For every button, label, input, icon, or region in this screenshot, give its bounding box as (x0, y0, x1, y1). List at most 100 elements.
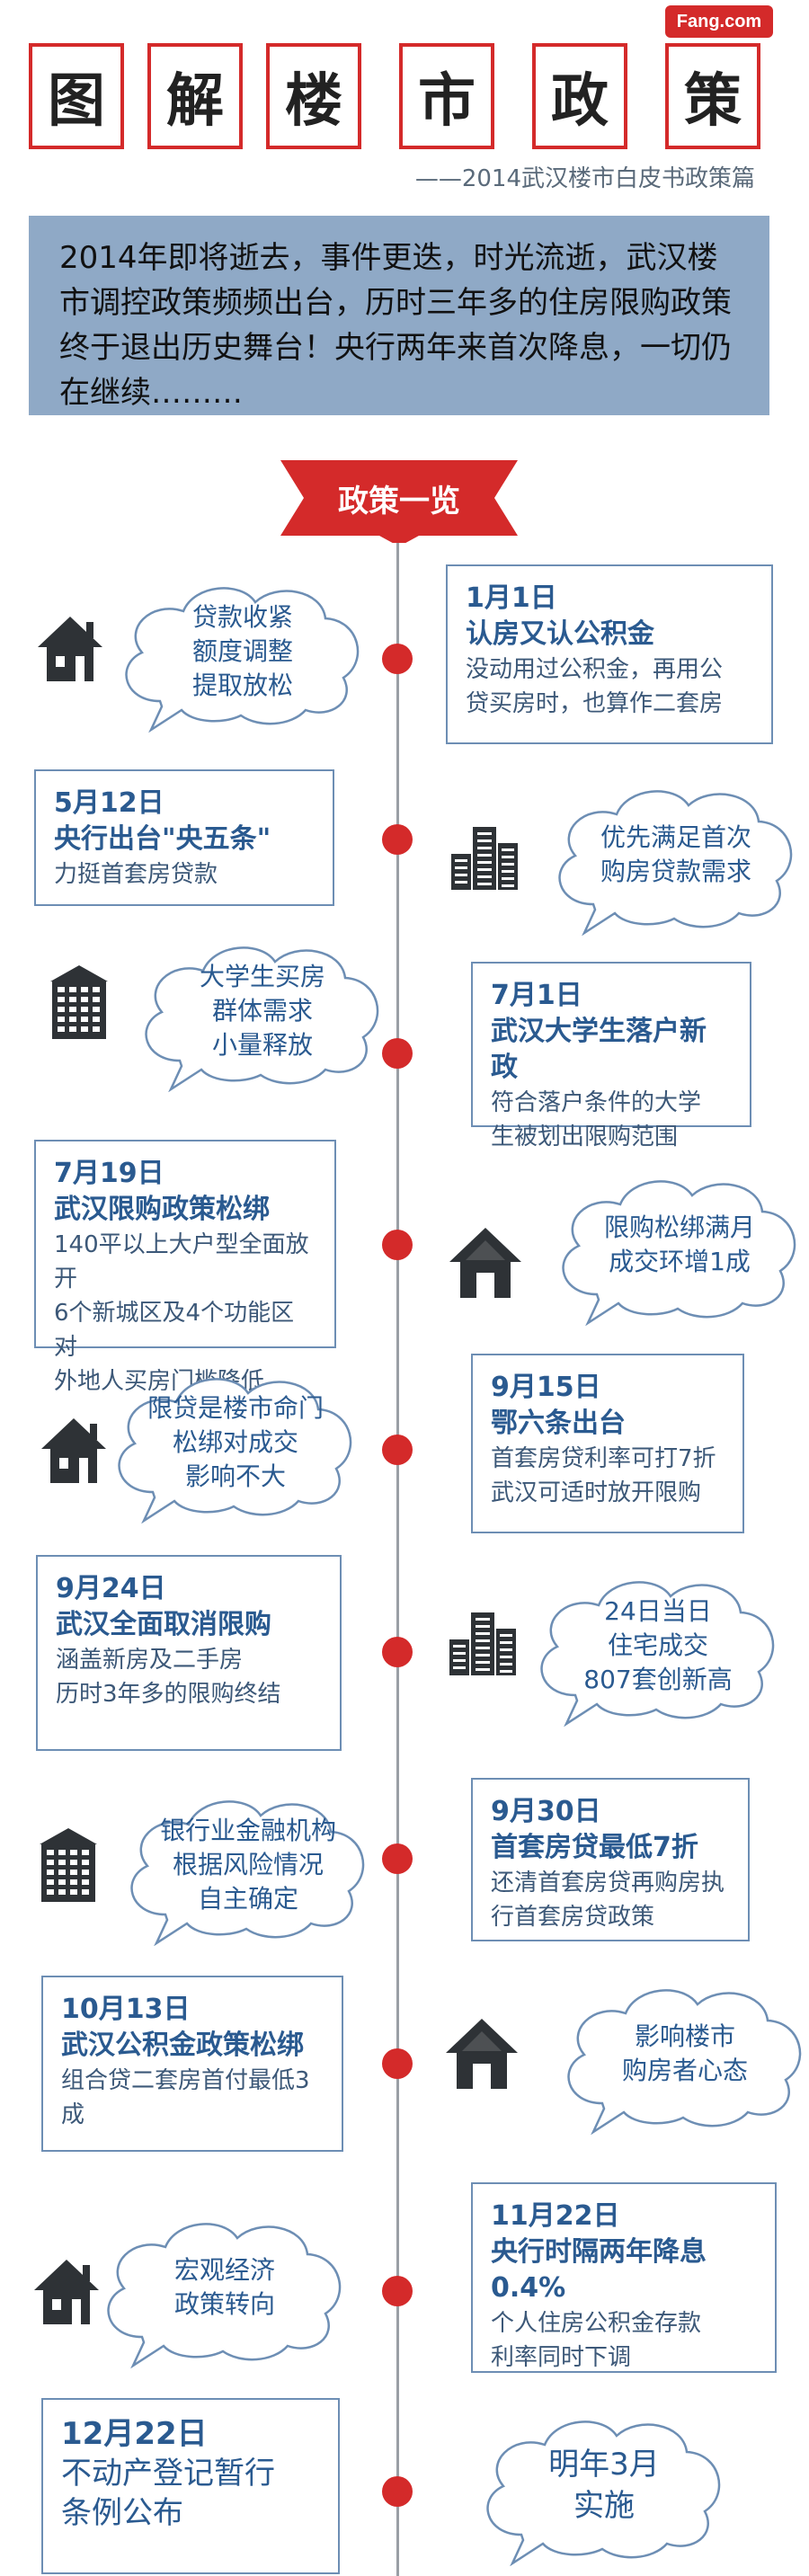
policy-date: 7月19日 (54, 1158, 164, 1189)
house-large-icon (449, 1222, 521, 1303)
cloud-text: 优先满足首次购房贷款需求 (572, 796, 780, 913)
cloud-text: 贷款收紧额度调整提取放松 (138, 593, 347, 710)
policy-headline: 武汉全面取消限购 (56, 1609, 271, 1640)
policy-card: 12月22日不动产登记暂行条例公布 (41, 2398, 340, 2574)
section-label: 政策一览 (338, 483, 460, 520)
cloud-text-line: 住宅成交 (607, 1630, 708, 1660)
title-char-4: 市 (399, 43, 494, 149)
cloud-text-line: 群体需求 (211, 996, 313, 1026)
cloud-text-line: 807套创新高 (583, 1665, 733, 1694)
cloud-text: 限贷是楼市命门松绑对成交影响不大 (131, 1384, 340, 1501)
commentary-cloud: 影响楼市购房者心态 (548, 1977, 809, 2135)
cloud-text-line: 实施 (573, 2488, 635, 2524)
cloud-text-line: 限贷是楼市命门 (147, 1393, 324, 1423)
policy-detail-line: 6个新城区及4个功能区对 (54, 1300, 295, 1361)
policy-detail-line: 利率同时下调 (491, 2344, 632, 2371)
cloud-text: 影响楼市购房者心态 (581, 1995, 789, 2112)
policy-detail-line: 组合贷二套房首付最低3成 (61, 2067, 310, 2128)
policy-date: 9月30日 (491, 1796, 601, 1827)
policy-detail-line: 生被划出限购范围 (491, 1124, 679, 1150)
cloud-text: 银行业金融机构根据风险情况自主确定 (144, 1807, 352, 1923)
cloud-text-line: 24日当日 (604, 1596, 712, 1626)
cloud-text-line: 优先满足首次 (600, 822, 751, 852)
policy-headline: 武汉限购政策松绑 (54, 1194, 270, 1225)
commentary-cloud: 贷款收紧额度调整提取放松 (106, 575, 376, 733)
policy-detail-line: 个人住房公积金存款 (491, 2310, 702, 2337)
policy-card: 9月30日首套房贷最低7折还清首套房贷再购房执行首套房贷政策 (471, 1778, 750, 1941)
policy-card: 9月24日武汉全面取消限购涵盖新房及二手房历时3年多的限购终结 (36, 1555, 342, 1751)
cloud-text-line: 自主确定 (197, 1884, 298, 1914)
logo-text: Fang.com (676, 11, 762, 31)
timeline-dot (382, 824, 413, 855)
cloud-text-line: 松绑对成交 (172, 1427, 298, 1457)
policy-date: 1月1日 (466, 582, 557, 614)
policy-card: 9月15日鄂六条出台首套房贷利率可打7折武汉可适时放开限购 (471, 1354, 744, 1533)
policy-date: 9月15日 (491, 1372, 601, 1403)
office-buildings-icon (448, 814, 520, 895)
cloud-text: 大学生买房群体需求小量释放 (158, 953, 367, 1070)
cloud-text-line: 购房贷款需求 (600, 857, 751, 886)
house-small-icon (34, 609, 106, 690)
policy-headline: 央行出台"央五条" (54, 823, 271, 855)
policy-headline: 首套房贷最低7折 (491, 1832, 698, 1863)
cloud-text-line: 明年3月 (548, 2447, 660, 2483)
title-char-6: 策 (665, 43, 760, 149)
timeline-dot (382, 2048, 413, 2079)
page-subtitle: ——2014武汉楼市白皮书政策篇 (414, 165, 755, 192)
house-small-icon (38, 1411, 110, 1492)
timeline-dot (382, 1435, 413, 1465)
cloud-text-line: 大学生买房 (199, 962, 325, 991)
commentary-cloud: 限贷是楼市命门松绑对成交影响不大 (99, 1366, 369, 1523)
timeline-axis (396, 467, 399, 2576)
timeline-dot (382, 2476, 413, 2507)
policy-detail-line: 力挺首套房贷款 (54, 861, 218, 888)
fang-logo: Fang.com (665, 5, 773, 38)
timeline-dot (382, 1843, 413, 1874)
policy-headline: 认房又认公积金 (466, 618, 654, 650)
timeline-dot (382, 1637, 413, 1667)
cloud-text-line: 根据风险情况 (172, 1850, 324, 1879)
policy-detail-line: 符合落户条件的大学 (491, 1089, 702, 1116)
policy-headline: 央行时隔两年降息0.4% (491, 2236, 707, 2304)
policy-date: 5月12日 (54, 787, 164, 819)
title-char-2: 解 (147, 43, 243, 149)
policy-detail-line: 没动用过公积金，再用公 (466, 656, 724, 683)
title-char-3: 楼 (266, 43, 361, 149)
policy-detail-line: 贷买房时，也算作二套房 (466, 690, 724, 717)
policy-card: 5月12日央行出台"央五条" 力挺首套房贷款 (34, 769, 334, 906)
policy-detail-line: 武汉可适时放开限购 (491, 1479, 702, 1506)
policy-headline: 鄂六条出台 (491, 1408, 626, 1439)
house-large-icon (446, 2013, 518, 2094)
policy-headline: 武汉公积金政策松绑 (61, 2030, 304, 2061)
commentary-cloud: 优先满足首次购房贷款需求 (539, 778, 809, 936)
policy-detail-line: 140平以上大户型全面放开 (54, 1231, 309, 1292)
policy-date: 11月22日 (491, 2200, 620, 2232)
policy-detail-line: 首套房贷利率可打7折 (491, 1445, 716, 1472)
house-small-icon (31, 2252, 102, 2333)
policy-card: 1月1日认房又认公积金没动用过公积金，再用公贷买房时，也算作二套房 (446, 564, 773, 744)
policy-headline: 不动产登记暂行 (61, 2456, 275, 2492)
commentary-cloud: 银行业金融机构根据风险情况自主确定 (111, 1789, 381, 1946)
timeline-dot (382, 2276, 413, 2306)
policy-detail-line: 行首套房贷政策 (491, 1904, 655, 1931)
cloud-text: 明年3月实施 (500, 2427, 708, 2544)
commentary-cloud: 24日当日住宅成交 807套创新高 (521, 1569, 791, 1727)
policy-detail-line: 涵盖新房及二手房 (56, 1647, 244, 1674)
commentary-cloud: 大学生买房群体需求小量释放 (126, 935, 396, 1092)
intro-paragraph: 2014年即将逝去，事件更迭，时光流逝，武汉楼市调控政策频频出台，历时三年多的住… (29, 216, 769, 415)
cloud-text-line: 提取放松 (191, 671, 293, 700)
cloud-text-line: 小量释放 (211, 1030, 313, 1060)
timeline-dot (382, 644, 413, 674)
cloud-text-line: 政策转向 (173, 2289, 275, 2319)
commentary-cloud: 宏观经济政策转向 (88, 2211, 358, 2368)
title-char-1: 图 (29, 43, 124, 149)
cloud-text-line: 贷款收紧 (191, 602, 293, 632)
policy-headline: 武汉大学生落户新政 (491, 1016, 707, 1083)
policy-card: 10月13日武汉公积金政策松绑组合贷二套房首付最低3成 (41, 1976, 343, 2152)
policy-date: 12月22日 (61, 2416, 208, 2452)
title-char-5: 政 (532, 43, 627, 149)
policy-date: 9月24日 (56, 1573, 166, 1604)
apartment-building-icon (32, 1825, 104, 1905)
cloud-text-line: 限购松绑满月 (603, 1212, 755, 1242)
